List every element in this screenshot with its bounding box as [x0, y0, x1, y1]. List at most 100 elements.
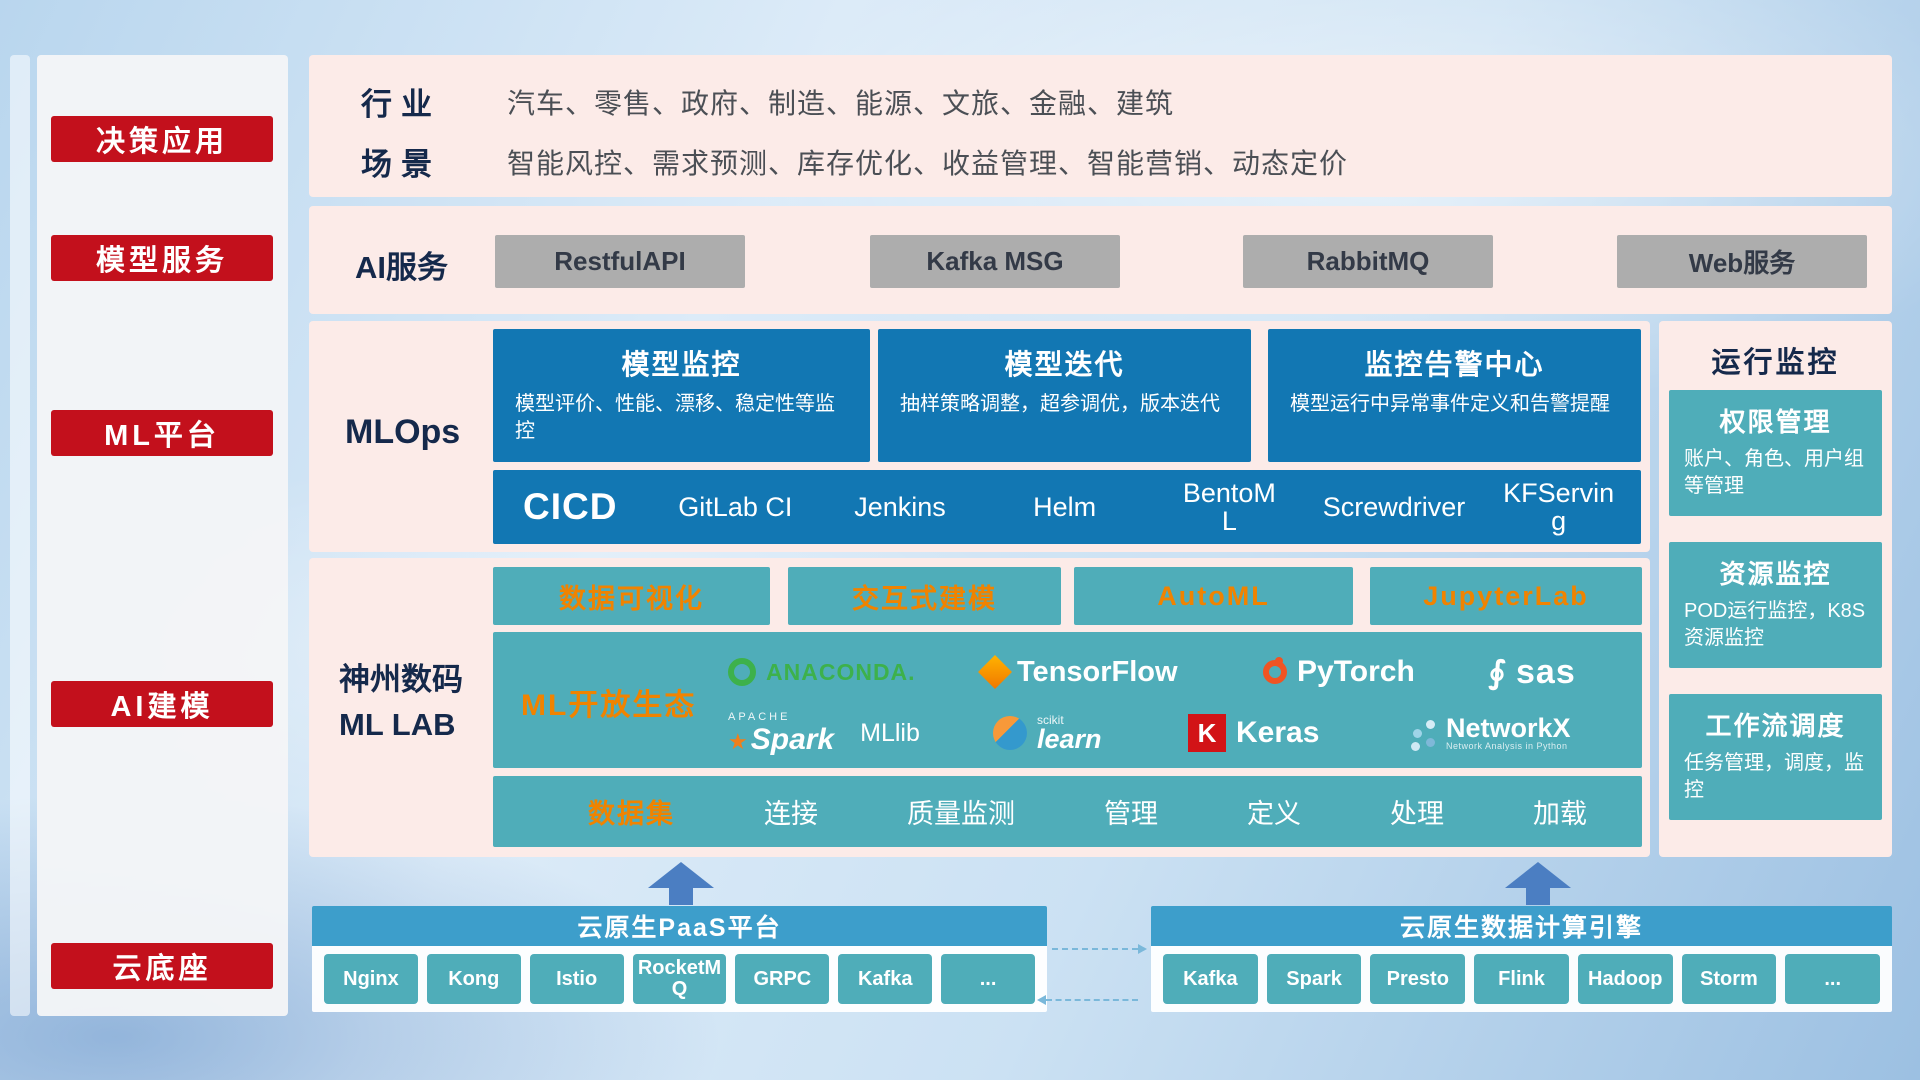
paas-item-kong[interactable]: Kong [426, 954, 521, 1004]
mlops-label: MLOps [345, 413, 461, 451]
engine-item-presto[interactable]: Presto [1370, 954, 1466, 1004]
dataset-bar: 数据集 连接 质量监测 管理 定义 处理 加载 [493, 776, 1642, 847]
keras-logo: K Keras [1188, 714, 1413, 752]
permission-management-card: 权限管理 账户、角色、用户组等管理 [1669, 390, 1882, 516]
card-desc: 模型评价、性能、漂移、稳定性等监控 [515, 393, 835, 442]
engine-item-kafka[interactable]: Kafka [1163, 954, 1258, 1004]
anaconda-logo: ANACONDA. [728, 658, 983, 686]
sas-logo: sas [1488, 653, 1633, 692]
model-iteration-card: 模型迭代 抽样策略调整，超参调优，版本迭代 [878, 329, 1251, 462]
spark-mllib-logo: APACHE Spark MLlib [728, 711, 993, 755]
kafka-msg-button[interactable]: Kafka MSG [870, 235, 1120, 288]
paas-item-more[interactable]: ... [941, 954, 1036, 1004]
scenario-label: 场景 [361, 147, 441, 182]
web-service-button[interactable]: Web服务 [1617, 235, 1867, 288]
cicd-label: CICD [523, 486, 618, 527]
keras-icon: K [1188, 714, 1226, 752]
dataset-item: 连接 [764, 799, 818, 829]
ai-service-panel: AI服务 RestfulAPI Kafka MSG RabbitMQ Web服务 [309, 206, 1892, 314]
jupyterlab-button[interactable]: JupyterLab [1370, 567, 1642, 625]
engine-item-storm[interactable]: Storm [1681, 954, 1777, 1004]
industry-scenario-panel: 行业 汽车、零售、政府、制造、能源、文旅、金融、建筑 场景 智能风控、需求预测、… [309, 55, 1892, 197]
industry-label: 行业 [361, 87, 441, 122]
scenario-list: 智能风控、需求预测、库存优化、收益管理、智能营销、动态定价 [507, 148, 1349, 179]
dataflow-arrow-right [1052, 944, 1147, 954]
card-title: 资源监控 [1719, 559, 1832, 589]
cicd-item-helm: Helm [1033, 491, 1097, 522]
card-title: 监控告警中心 [1364, 349, 1545, 380]
card-desc: 任务管理，调度，监控 [1684, 752, 1864, 801]
dataset-label: 数据集 [588, 799, 675, 829]
pytorch-logo: PyTorch [1263, 655, 1488, 689]
up-arrow-engine [1505, 862, 1571, 905]
ecosystem-label: ML开放生态 [521, 689, 697, 722]
model-monitoring-card: 模型监控 模型评价、性能、漂移、稳定性等监控 [493, 329, 870, 462]
paas-item-kafka[interactable]: Kafka [838, 954, 933, 1004]
cicd-item-gitlab: GitLab CI [678, 491, 793, 522]
paas-platform-panel: Nginx Kong Istio RocketMQ GRPC Kafka ... [312, 946, 1047, 1012]
sidebar-item-ai-modeling[interactable]: AI建模 [51, 681, 273, 727]
sidebar-item-cloud-base[interactable]: 云底座 [51, 943, 273, 989]
sas-icon [1488, 653, 1506, 691]
cicd-bar: CICD GitLab CI Jenkins Helm BentoML Scre… [493, 470, 1641, 544]
dataflow-arrow-left [1037, 995, 1138, 1005]
data-engine-panel: Kafka Spark Presto Flink Hadoop Storm ..… [1151, 946, 1892, 1012]
up-arrow-paas [648, 862, 714, 905]
cicd-item-kfserving: KFServing [1503, 477, 1615, 536]
dataset-item: 质量监测 [907, 799, 1015, 829]
restfulapi-button[interactable]: RestfulAPI [495, 235, 745, 288]
card-title: 模型监控 [621, 349, 742, 380]
paas-item-grpc[interactable]: GRPC [735, 954, 830, 1004]
data-engine-header: 云原生数据计算引擎 [1151, 906, 1892, 946]
dataset-item: 加载 [1533, 799, 1587, 829]
industry-list: 汽车、零售、政府、制造、能源、文旅、金融、建筑 [507, 88, 1175, 119]
paas-item-istio[interactable]: Istio [529, 954, 624, 1004]
card-title: 权限管理 [1719, 407, 1832, 437]
alert-center-card: 监控告警中心 模型运行中异常事件定义和告警提醒 [1268, 329, 1641, 462]
monitoring-title: 运行监控 [1711, 347, 1840, 379]
paas-platform-header: 云原生PaaS平台 [312, 906, 1047, 946]
engine-item-hadoop[interactable]: Hadoop [1577, 954, 1673, 1004]
sidebar-item-ml-platform[interactable]: ML平台 [51, 410, 273, 456]
runtime-monitoring-panel: 运行监控 权限管理 账户、角色、用户组等管理 资源监控 POD运行监控，K8S资… [1659, 321, 1892, 857]
networkx-logo: NetworkX Network Analysis in Python [1413, 714, 1623, 752]
card-desc: 模型运行中异常事件定义和告警提醒 [1290, 393, 1610, 415]
sidebar-item-decision-app[interactable]: 决策应用 [51, 116, 273, 162]
cicd-item-jenkins: Jenkins [854, 491, 946, 522]
engine-item-spark[interactable]: Spark [1266, 954, 1362, 1004]
paas-item-nginx[interactable]: Nginx [324, 954, 418, 1004]
dataset-item: 处理 [1390, 799, 1444, 829]
engine-item-flink[interactable]: Flink [1474, 954, 1569, 1004]
scikit-learn-logo: scikit learn [993, 714, 1188, 753]
paas-item-rocketmq[interactable]: RocketMQ [632, 954, 727, 1004]
dataset-item: 管理 [1104, 799, 1158, 829]
left-edge-strip [10, 55, 30, 1016]
automl-button[interactable]: AutoML [1074, 567, 1353, 625]
anaconda-icon [728, 658, 756, 686]
sidebar-item-model-service[interactable]: 模型服务 [51, 235, 273, 281]
scikit-learn-icon [993, 716, 1027, 750]
mlops-panel: MLOps 模型监控 模型评价、性能、漂移、稳定性等监控 模型迭代 抽样策略调整… [309, 321, 1650, 552]
cicd-item-screwdriver: Screwdriver [1322, 491, 1466, 522]
dataset-item: 定义 [1247, 799, 1301, 829]
spark-star-icon [728, 725, 751, 755]
rabbitmq-button[interactable]: RabbitMQ [1243, 235, 1493, 288]
tensorflow-logo: TensorFlow [978, 655, 1263, 689]
pytorch-icon [1263, 657, 1287, 684]
card-desc: 账户、角色、用户组等管理 [1684, 448, 1864, 497]
left-sidebar [37, 55, 288, 1016]
resource-monitoring-card: 资源监控 POD运行监控，K8S资源监控 [1669, 542, 1882, 668]
ml-open-ecosystem-panel: ML开放生态 ANACONDA. TensorFlow PyTorch sas [493, 632, 1642, 768]
mllab-label: 神州数码 ML LAB [339, 662, 463, 742]
data-visualization-button[interactable]: 数据可视化 [493, 567, 770, 625]
engine-item-more[interactable]: ... [1785, 954, 1881, 1004]
cicd-item-bentoml: BentoML [1182, 477, 1276, 536]
card-desc: 抽样策略调整，超参调优，版本迭代 [900, 393, 1220, 415]
networkx-icon [1413, 728, 1422, 738]
card-title: 模型迭代 [1004, 349, 1125, 380]
interactive-modeling-button[interactable]: 交互式建模 [788, 567, 1061, 625]
card-desc: POD运行监控，K8S资源监控 [1684, 600, 1866, 649]
workflow-scheduling-card: 工作流调度 任务管理，调度，监控 [1669, 694, 1882, 820]
tensorflow-icon [978, 655, 1012, 689]
